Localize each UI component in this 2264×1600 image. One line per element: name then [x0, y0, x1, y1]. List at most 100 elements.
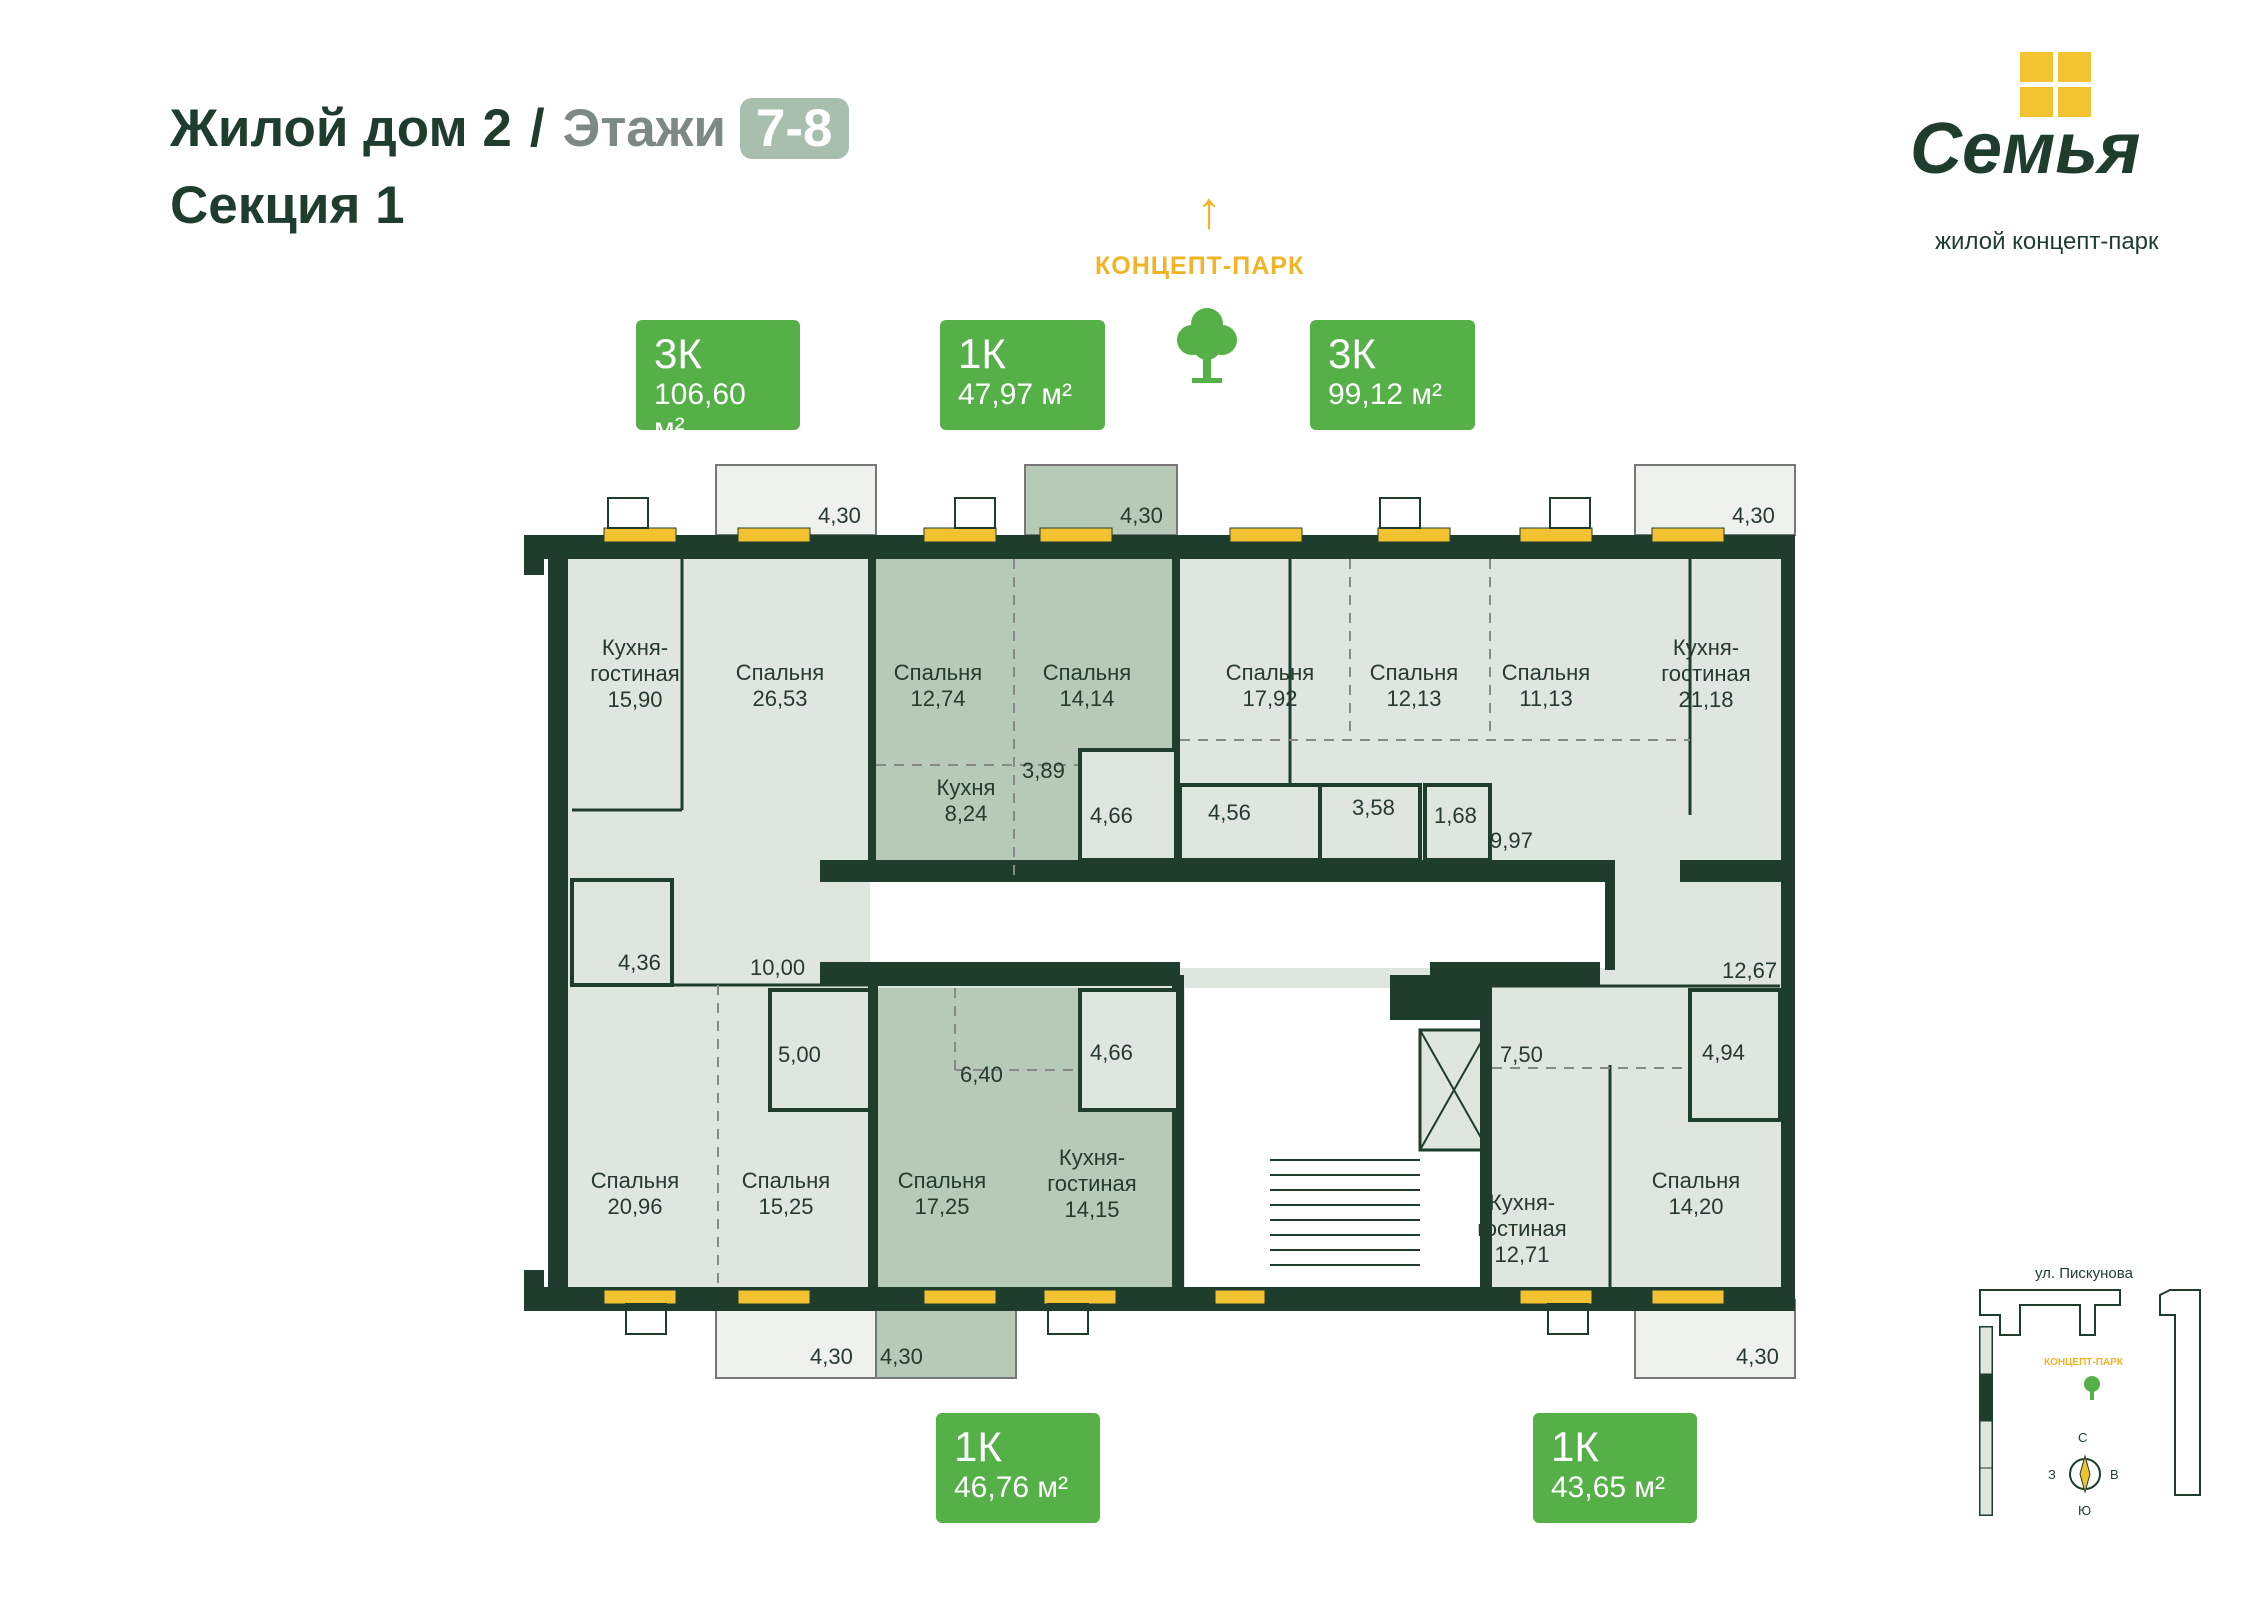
- title-separator: /: [529, 99, 545, 158]
- balcony: [875, 1299, 1017, 1379]
- area-label: 4,36: [618, 950, 661, 975]
- card-type: 1К: [1551, 1423, 1599, 1470]
- area-label: 10,00: [750, 955, 806, 980]
- balcony-area: 4,30: [818, 503, 861, 528]
- area-label: 3,89: [1022, 758, 1065, 783]
- area-label: 9,97: [1490, 828, 1533, 853]
- card-area: 47,97 м²: [958, 378, 1073, 411]
- apartment-card-1k-43[interactable]: 1К 43,65 м²: [1533, 1413, 1697, 1523]
- room-name: Кухня-гостиная: [1477, 1190, 1567, 1241]
- room-name: Спальня: [590, 1168, 680, 1193]
- minimap-park-label: КОНЦЕПТ-ПАРК: [2044, 1357, 2123, 1368]
- floors-badge: 7-8: [739, 98, 849, 159]
- balcony-area: 4,30: [1736, 1344, 1779, 1369]
- room-name: Спальня: [897, 1168, 987, 1193]
- area-label: 5,00: [778, 1042, 821, 1067]
- card-type: 1К: [958, 330, 1006, 377]
- area-label: 4,66: [1090, 1040, 1133, 1065]
- room-area: 15,25: [758, 1194, 814, 1219]
- room-area: 14,20: [1668, 1194, 1724, 1219]
- room-name: Спальня: [1225, 660, 1315, 685]
- location-minimap: ул. Пискунова КОНЦЕПТ-ПАРК С Ю З В: [1940, 1255, 2220, 1525]
- room-area: 14,14: [1059, 686, 1115, 711]
- minimap-tree-icon: [2080, 1375, 2104, 1403]
- room-name: Кухня-гостиная: [590, 635, 680, 686]
- balcony: [715, 464, 877, 536]
- room-area: 21,18: [1678, 687, 1734, 712]
- room-name: Кухня-гостиная: [1047, 1145, 1137, 1196]
- apartment-card-3k-106[interactable]: 3К 106,60 м²: [636, 320, 800, 445]
- corridor: [870, 880, 1615, 968]
- balcony-area: 4,30: [880, 1344, 923, 1369]
- balcony-area: 4,30: [810, 1344, 853, 1369]
- room-area: 12,71: [1494, 1242, 1550, 1267]
- room-area: 8,24: [944, 801, 988, 826]
- room-area: 15,90: [607, 687, 663, 712]
- card-area: 106,60 м²: [654, 378, 746, 445]
- north-arrow-icon: ↑: [1196, 182, 1222, 240]
- area-label: 1,68: [1434, 803, 1477, 828]
- area-label: 4,66: [1090, 803, 1133, 828]
- room-name: Спальня: [1042, 660, 1132, 685]
- compass-w: З: [2048, 1467, 2056, 1482]
- room-name: Спальня: [741, 1168, 831, 1193]
- room-area: 12,13: [1386, 686, 1442, 711]
- room-name: Кухня-гостиная: [1661, 635, 1751, 686]
- room-name: Спальня: [893, 660, 983, 685]
- room-area: 26,53: [752, 686, 808, 711]
- compass-e: В: [2110, 1467, 2119, 1482]
- walls: [524, 535, 1795, 1311]
- room-name: Кухня: [936, 775, 996, 800]
- room-area: 20,96: [607, 1194, 663, 1219]
- apartment-card-1k-47[interactable]: 1К 47,97 м²: [940, 320, 1105, 430]
- staircase: [1270, 1159, 1420, 1266]
- brand-subtitle: жилой концепт-парк: [1935, 228, 2159, 255]
- compass-n: С: [2078, 1430, 2088, 1445]
- room-area: 17,92: [1242, 686, 1298, 711]
- card-area: 43,65 м²: [1551, 1471, 1666, 1504]
- room-area: 11,13: [1519, 686, 1573, 711]
- balcony: [715, 1299, 877, 1379]
- card-type: 3К: [1328, 330, 1376, 377]
- card-type: 1К: [954, 1423, 1002, 1470]
- area-label: 7,50: [1500, 1042, 1543, 1067]
- floors-label: Этажи: [562, 99, 726, 158]
- balcony-area: 4,30: [1120, 503, 1163, 528]
- area-label: 4,94: [1702, 1040, 1745, 1065]
- zone-lines: [717, 559, 1690, 1287]
- room-area: 12,74: [910, 686, 966, 711]
- room-name: Спальня: [735, 660, 825, 685]
- room-name: Спальня: [1369, 660, 1459, 685]
- compass-s: Ю: [2078, 1503, 2092, 1518]
- compass-icon: [2066, 1448, 2104, 1500]
- area-label: 6,40: [960, 1062, 1003, 1087]
- balcony-area: 4,30: [1732, 503, 1775, 528]
- bathrooms: [570, 748, 1782, 1122]
- card-area: 46,76 м²: [954, 1471, 1069, 1504]
- park-label: КОНЦЕПТ-ПАРК: [1095, 252, 1305, 280]
- tree-icon: [1172, 302, 1242, 386]
- card-type: 3К: [654, 330, 702, 377]
- room-area: 14,15: [1064, 1197, 1120, 1222]
- apartment-card-3k-99[interactable]: 3К 99,12 м²: [1310, 320, 1475, 430]
- apartment-card-1k-46[interactable]: 1К 46,76 м²: [936, 1413, 1100, 1523]
- card-area: 99,12 м²: [1328, 378, 1443, 411]
- room-area: 17,25: [914, 1194, 970, 1219]
- balcony: [1634, 1299, 1796, 1379]
- room-name: Спальня: [1501, 660, 1591, 685]
